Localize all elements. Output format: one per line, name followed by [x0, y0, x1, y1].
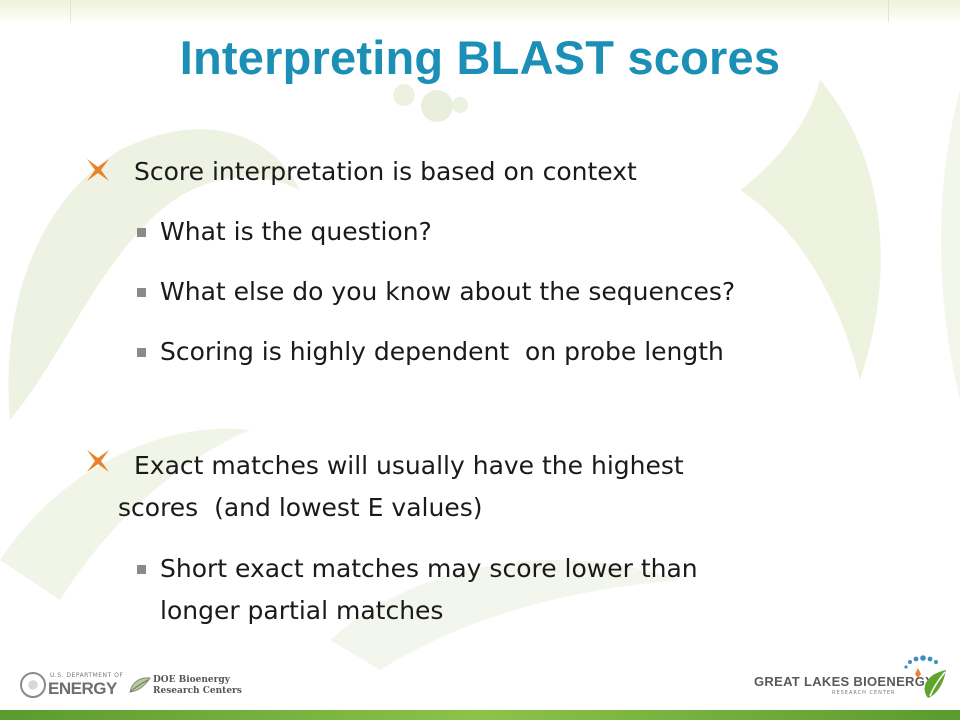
bullet-level1-line2: scores (and lowest E values): [118, 493, 483, 522]
leaf-dots-icon: [904, 655, 946, 698]
doe-department-text: U.S. DEPARTMENT OF: [50, 672, 124, 679]
bullet-level2: What else do you know about the sequence…: [160, 277, 736, 306]
bullet-level2-line1: Short exact matches may score lower than: [160, 554, 698, 583]
top-decorative-band: [0, 0, 960, 22]
glbrc-logo-text: GREAT LAKES BIOENERGY: [754, 674, 935, 689]
doe-energy-logo-text: ENERGY: [48, 679, 117, 698]
four-point-star-icon: [87, 450, 109, 472]
band-divider: [70, 0, 71, 22]
leaf-icon: [129, 677, 151, 693]
square-bullet-icon: [137, 288, 146, 297]
four-point-star-icon: [87, 159, 109, 181]
bullet-level2: What is the question?: [160, 217, 432, 246]
band-divider: [888, 0, 889, 22]
glbrc-logo-subtext: RESEARCH CENTER: [832, 690, 896, 696]
square-bullet-icon: [137, 348, 146, 357]
slide-title: Interpreting BLAST scores: [179, 31, 781, 84]
dbrc-logo-line1: DOE Bioenergy: [153, 675, 230, 685]
bullet-level2: Scoring is highly dependent on probe len…: [160, 337, 724, 366]
bullet-level1-line1: Exact matches will usually have the high…: [134, 451, 684, 480]
square-bullet-icon: [137, 565, 146, 574]
square-bullet-icon: [137, 228, 146, 237]
doe-seal-icon: [20, 672, 46, 698]
bullet-level2-line2: longer partial matches: [160, 596, 444, 625]
dbrc-logo-line2: Research Centers: [153, 686, 242, 696]
footer-bar: [0, 710, 960, 720]
bullet-level1: Score interpretation is based on context: [134, 157, 637, 186]
